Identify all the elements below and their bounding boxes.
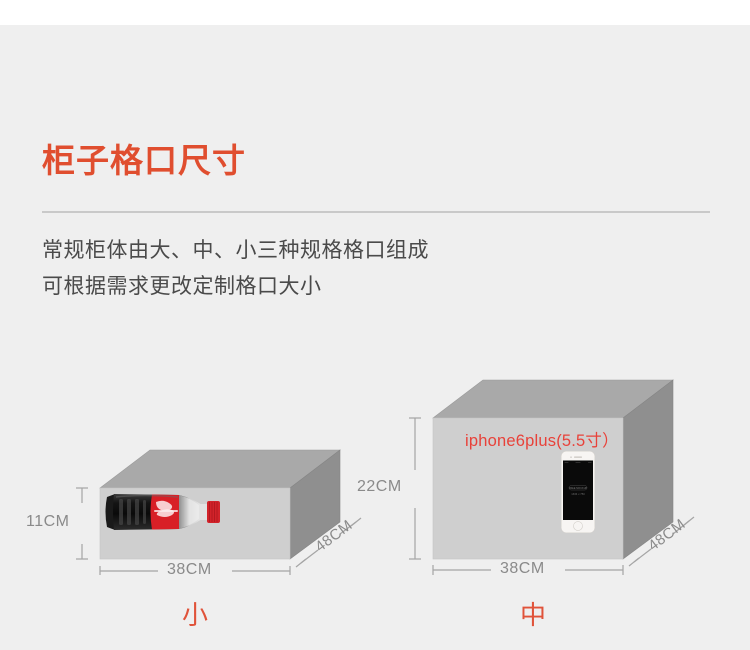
phone-screen-line-2: 1334 x 750 (571, 492, 585, 496)
medium-box-depth-dimension-line (628, 516, 695, 567)
medium-box-width-label: 38CM (500, 560, 545, 577)
small-box-depth-dimension-line (295, 517, 362, 568)
coca-cola-bottle-icon (105, 494, 220, 530)
small-box-height-label: 11CM (26, 513, 70, 530)
small-box-width-label: 38CM (167, 561, 212, 578)
medium-box-height-dimension-line (409, 417, 421, 560)
medium-box-width-dimension-line (432, 565, 624, 575)
page-title: 柜子格口尺寸 (42, 142, 246, 179)
title-divider (42, 211, 710, 213)
subtitle-line-1: 常规柜体由大、中、小三种规格格口组成 (42, 239, 429, 262)
phone-screen-line-1: FREE MOCKUP (569, 487, 588, 490)
diagram-small-box: 11CM 38CM 48CM (26, 430, 372, 578)
diagram-medium-box: FREE MOCKUP 1334 x 750 iphone6plus(5.5寸）… (357, 365, 705, 577)
content-panel: 柜子格口尺寸 常规柜体由大、中、小三种规格格口组成 可根据需求更改定制格口大小 (0, 25, 750, 650)
small-box-height-dimension-line (76, 487, 88, 560)
caption-medium-box: 中 (519, 600, 546, 630)
small-box-width-dimension-line (99, 566, 291, 575)
subtitle-line-2: 可根据需求更改定制格口大小 (42, 275, 322, 298)
caption-small-box: 小 (181, 600, 208, 630)
iphone6plus-icon: FREE MOCKUP 1334 x 750 (561, 451, 595, 533)
medium-box-height-label: 22CM (357, 478, 402, 495)
subtitle-block: 常规柜体由大、中、小三种规格格口组成 可根据需求更改定制格口大小 (42, 233, 429, 305)
medium-box-content-label: iphone6plus(5.5寸） (465, 432, 619, 450)
